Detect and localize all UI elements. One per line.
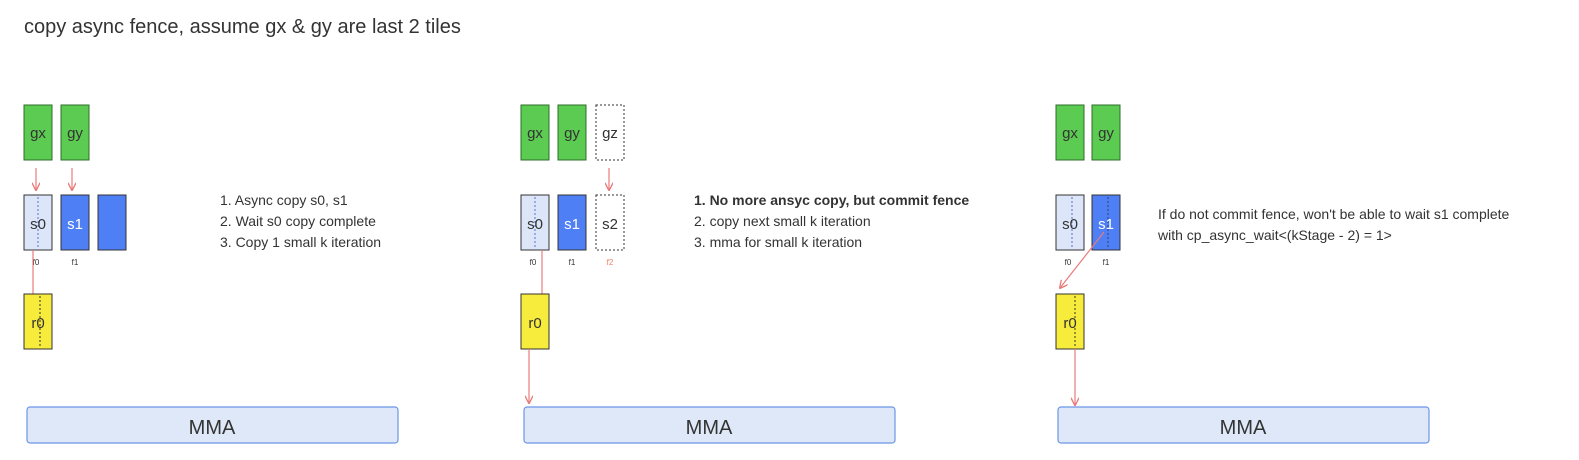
page-title: copy async fence, assume gx & gy are las… bbox=[24, 16, 461, 38]
global-tile-label: gy bbox=[564, 125, 580, 142]
fence-label: f0 bbox=[1065, 258, 1072, 267]
smem-tile-s1 bbox=[60, 194, 90, 251]
register-tile-r0 bbox=[23, 293, 53, 350]
mma-block bbox=[523, 406, 896, 444]
smem-tile-s1 bbox=[557, 194, 587, 251]
panel-3: gx gy s0 s1 f0 f1 r0 If do not commit fe… bbox=[1055, 104, 1510, 444]
smem-tile-label: s1 bbox=[1098, 216, 1114, 233]
note-line: If do not commit fence, won't be able to… bbox=[1158, 206, 1510, 222]
smem-tile-label: s0 bbox=[30, 216, 46, 233]
fence-label: f0 bbox=[33, 258, 40, 267]
fence-label: f1 bbox=[1103, 258, 1110, 267]
smem-tile-label: s1 bbox=[67, 216, 83, 233]
global-tile-label: gx bbox=[527, 125, 543, 142]
global-tile-label: gx bbox=[1062, 125, 1078, 142]
global-tile-gy bbox=[60, 104, 90, 161]
smem-tile-s2 bbox=[595, 194, 625, 251]
register-tile-r0 bbox=[520, 293, 550, 350]
global-tile-label: gx bbox=[30, 125, 46, 142]
smem-tile-s0 bbox=[1055, 194, 1085, 251]
note-line: 1. Async copy s0, s1 bbox=[220, 192, 348, 208]
note-line: with cp_async_wait<(kStage - 2) = 1> bbox=[1157, 227, 1392, 243]
mma-label: MMA bbox=[1220, 417, 1267, 439]
fence-label: f0 bbox=[530, 258, 537, 267]
global-tile-gx bbox=[23, 104, 53, 161]
smem-tile-label: s1 bbox=[564, 216, 580, 233]
fence-label: f2 bbox=[607, 258, 614, 267]
note-line: 3. mma for small k iteration bbox=[694, 234, 862, 250]
global-tile-gz bbox=[595, 104, 625, 161]
global-tile-label: gz bbox=[602, 125, 618, 142]
smem-tile-label: s0 bbox=[1062, 216, 1078, 233]
load-arrow bbox=[1060, 231, 1105, 288]
register-tile-label: r0 bbox=[1063, 315, 1076, 332]
smem-tile-label: s2 bbox=[602, 216, 618, 233]
fence-label: f1 bbox=[569, 258, 576, 267]
mma-block bbox=[26, 406, 399, 444]
global-tile-gy bbox=[557, 104, 587, 161]
mma-block bbox=[1057, 406, 1430, 444]
global-tile-gx bbox=[1055, 104, 1085, 161]
fence-label: f1 bbox=[72, 258, 79, 267]
note-line: 2. copy next small k iteration bbox=[694, 213, 871, 229]
note-line: 3. Copy 1 small k iteration bbox=[220, 234, 381, 250]
global-tile-gx bbox=[520, 104, 550, 161]
mma-label: MMA bbox=[686, 417, 733, 439]
mma-label: MMA bbox=[189, 417, 236, 439]
global-tile-gy bbox=[1091, 104, 1121, 161]
panel-2: gx gy gz s0 s1 s2 f0 f1 f2 r0 1. No more… bbox=[520, 104, 969, 444]
global-tile-label: gy bbox=[1098, 125, 1114, 142]
register-tile-label: r0 bbox=[31, 315, 44, 332]
global-tile-label: gy bbox=[67, 125, 83, 142]
register-tile-label: r0 bbox=[528, 315, 541, 332]
panel-1: gx gy s0 s1 f0 f1 r0 1. Async copy s0, s… bbox=[23, 104, 399, 444]
note-line: 2. Wait s0 copy complete bbox=[220, 213, 376, 229]
smem-tile-label: s0 bbox=[527, 216, 543, 233]
register-tile-r0 bbox=[1055, 293, 1085, 350]
note-line: 1. No more ansyc copy, but commit fence bbox=[694, 192, 969, 208]
smem-tile-empty bbox=[97, 194, 127, 251]
